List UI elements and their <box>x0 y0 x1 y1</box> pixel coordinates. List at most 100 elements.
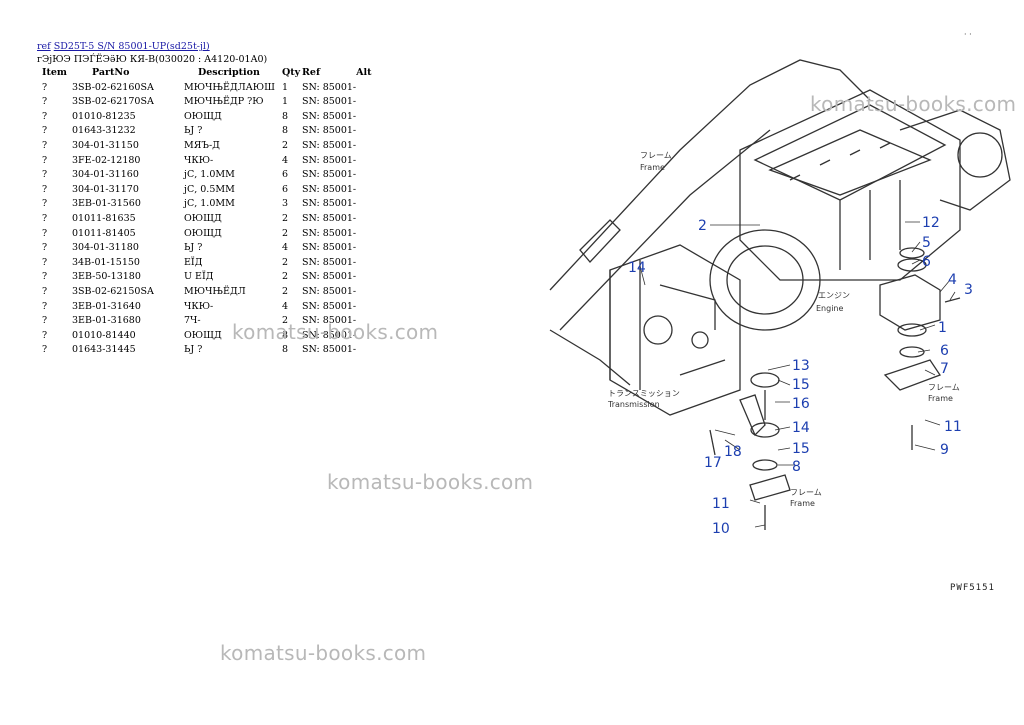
cell-alt <box>356 168 376 183</box>
cell-ref: SN: 85001- <box>302 154 357 166</box>
cell-qty: 3 <box>282 198 289 210</box>
callout-14: 14 <box>628 260 646 276</box>
watermark-4: komatsu-books.com <box>220 641 427 665</box>
cell-ref: SN: 85001- <box>302 300 357 312</box>
mount-bracket-left <box>739 394 766 437</box>
cell-partno: 3SB-02-62160SA <box>72 81 154 93</box>
header-links: ref SD25T-5 S/N 85001-UP(sd25t-jl) <box>37 40 210 53</box>
cell-alt <box>356 183 376 198</box>
frame-rail-left-inner <box>559 129 771 331</box>
engine-top <box>753 104 947 201</box>
cell-qty: 2 <box>282 139 289 151</box>
watermark-1: komatsu-books.com <box>810 92 1017 116</box>
callout-2: 2 <box>698 218 707 234</box>
corner-mark: · · <box>964 30 972 39</box>
cell-qty: 2 <box>282 227 289 239</box>
engine-cyl <box>789 142 891 181</box>
cell-partno: 3EB-01-31640 <box>72 300 141 312</box>
cell-alt <box>356 154 376 169</box>
cell-qty: 2 <box>282 271 289 283</box>
cell-qty: 1 <box>282 81 289 93</box>
cell-alt <box>356 285 376 300</box>
manifold <box>899 109 1011 211</box>
transmission-front <box>609 260 641 390</box>
cell-ref: SN: 85001- <box>302 125 357 137</box>
callout-18: 18 <box>724 444 742 460</box>
mount-bracket-right <box>879 274 941 331</box>
callout-3: 3 <box>964 282 973 298</box>
frame-en-label-1: Frame <box>640 163 665 172</box>
cell-alt <box>356 110 376 125</box>
cell-description: ЕЇД <box>184 256 203 268</box>
callout-6b: 6 <box>940 343 949 359</box>
col-header-alt: Alt <box>356 67 372 78</box>
model-link[interactable]: SD25T-5 S/N 85001-UP(sd25t-jl) <box>53 41 210 52</box>
shim-8 <box>752 459 778 471</box>
cell-item: ? <box>42 271 48 283</box>
cell-ref: SN: 85001- <box>302 169 357 181</box>
cell-description: ЧКЮ- <box>184 154 214 166</box>
cell-item: ? <box>42 329 48 341</box>
cell-ref: SN: 85001- <box>302 81 357 93</box>
cell-partno: 01011-81405 <box>72 227 136 239</box>
cell-item: ? <box>42 300 48 312</box>
frame-en-label-3: Frame <box>790 499 815 508</box>
cell-alt <box>356 300 376 315</box>
callout-15b: 15 <box>792 441 810 457</box>
cell-description: ОЮЩД <box>184 227 222 239</box>
cell-ref: SN: 85001- <box>302 242 357 254</box>
frame-rail-lower <box>549 329 631 386</box>
cell-description: јС, 1.0ММ <box>184 169 235 181</box>
col-header-partno: PartNo <box>92 67 130 78</box>
cell-item: ? <box>42 81 48 93</box>
callout-11: 11 <box>944 419 962 435</box>
ref-link[interactable]: ref <box>37 41 51 52</box>
cell-description: ЬЈ ? <box>184 242 203 254</box>
cell-description: ОЮЩД <box>184 329 222 341</box>
cell-alt <box>356 343 376 358</box>
cell-qty: 8 <box>282 110 289 122</box>
cell-description: ЧКЮ- <box>184 300 214 312</box>
col-header-ref: Ref <box>302 67 321 78</box>
engine-side <box>839 180 901 270</box>
cell-alt <box>356 256 376 271</box>
parts-diagram: フレーム Frame エンジン Engine フレーム Frame トランスミッ… <box>540 30 1024 610</box>
callout-7: 7 <box>940 361 949 377</box>
watermark-3: komatsu-books.com <box>327 470 534 494</box>
cell-qty: 6 <box>282 169 289 181</box>
cell-ref: SN: 85001- <box>302 285 357 297</box>
flywheel-inner <box>726 245 804 315</box>
cell-qty: 2 <box>282 256 289 268</box>
table-header-row: Item PartNo Description Qty Ref Alt <box>36 66 376 81</box>
cell-ref: SN: 85001- <box>302 344 357 356</box>
cell-item: ? <box>42 212 48 224</box>
cell-qty: 8 <box>282 125 289 137</box>
callout-5: 5 <box>922 235 931 251</box>
cushion-15 <box>750 372 780 388</box>
cell-partno: 3EB-01-31680 <box>72 315 141 327</box>
cell-alt <box>356 139 376 154</box>
cell-alt <box>356 95 376 110</box>
callout-16: 16 <box>792 396 810 412</box>
cell-ref: SN: 85001- <box>302 183 357 195</box>
cell-alt <box>356 197 376 212</box>
callout-17: 17 <box>704 455 722 471</box>
cell-alt <box>356 270 376 285</box>
cell-item: ? <box>42 344 48 356</box>
cell-item: ? <box>42 96 48 108</box>
cell-description: МЮЧЊЁДР ?Ю <box>184 96 264 108</box>
col-header-item: Item <box>42 67 67 78</box>
cushion-6 <box>897 258 927 272</box>
cell-partno: 304-01-31150 <box>72 139 139 151</box>
col-header-description: Description <box>198 67 260 78</box>
cell-alt <box>356 212 376 227</box>
cell-ref: SN: 85001- <box>302 139 357 151</box>
cell-item: ? <box>42 139 48 151</box>
